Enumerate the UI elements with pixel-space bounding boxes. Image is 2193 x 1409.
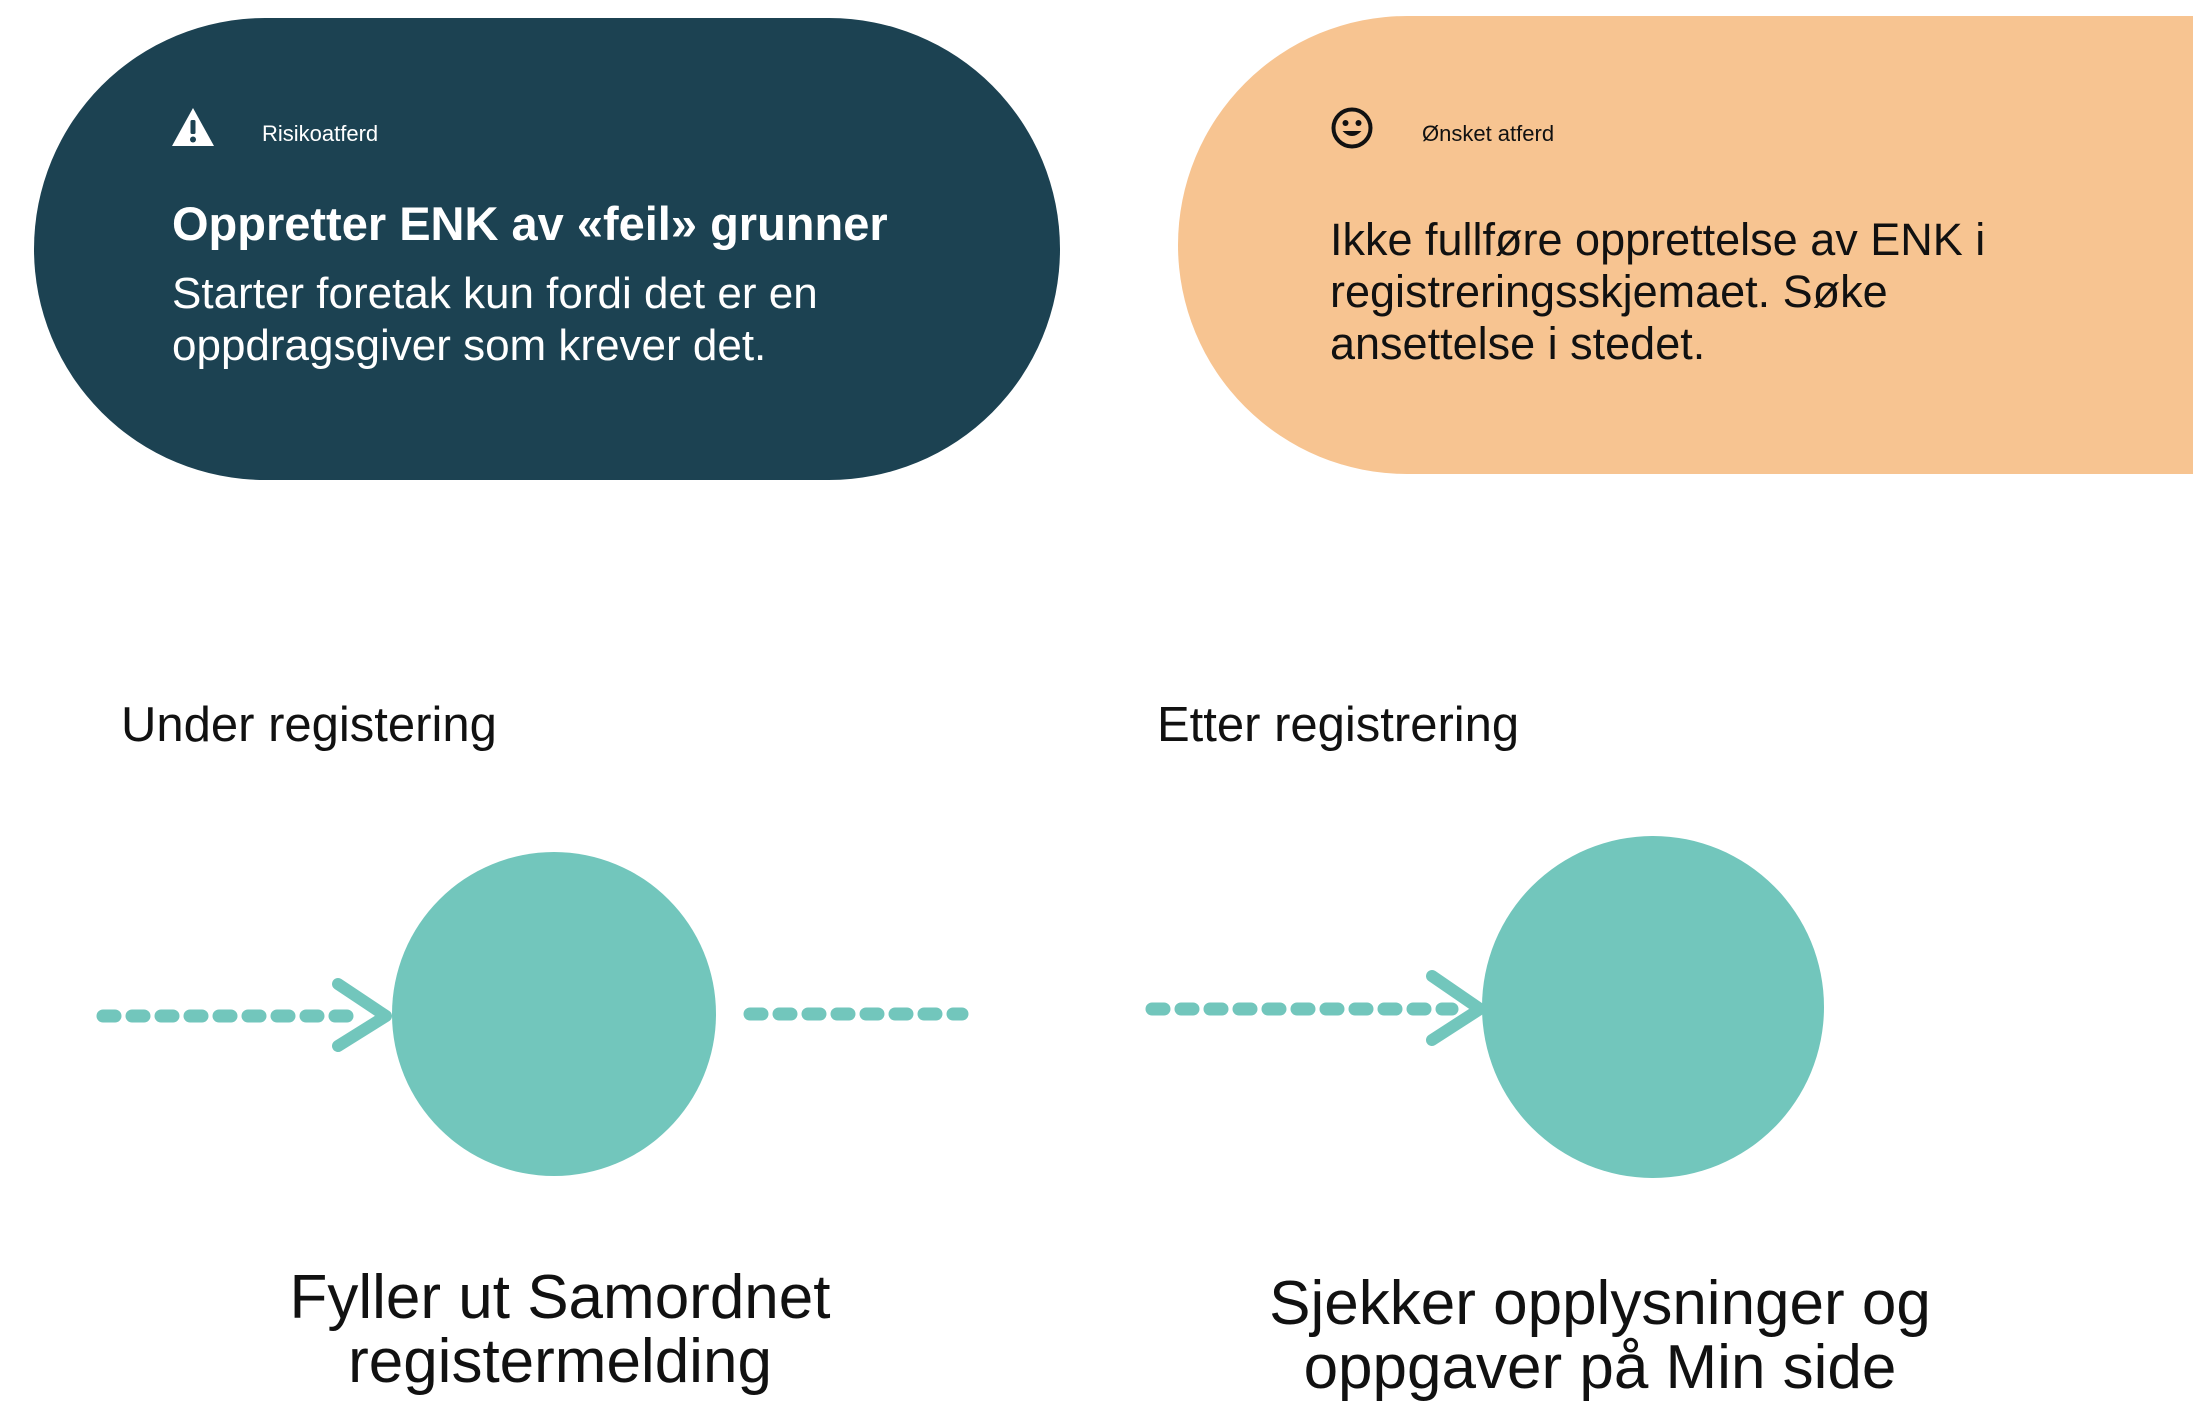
risk-tag-label: Risikoatferd	[262, 121, 379, 146]
step-label-after: Sjekker opplysninger og oppgaver på Min …	[1269, 1269, 1931, 1402]
step-label-during: Fyller ut Samordnet registermelding	[289, 1263, 831, 1396]
risk-title: Oppretter ENK av «feil» grunner	[172, 197, 888, 250]
stage-label-after: Etter registrering	[1157, 698, 1520, 752]
warning-icon	[170, 106, 216, 153]
step-node-during	[392, 852, 716, 1176]
desired-tag-label: Ønsket atferd	[1422, 121, 1555, 146]
step-node-after	[1482, 836, 1824, 1178]
connector-in-after	[1145, 970, 1486, 1046]
desired-description: Ikke fullføre opprettelse av ENK i regis…	[1330, 214, 1986, 369]
risk-behavior-card: Risikoatferd Oppretter ENK av «feil» gru…	[34, 18, 1060, 480]
desired-behavior-card: Ønsket atferd Ikke fullføre opprettelse …	[1178, 16, 2193, 474]
stage-label-during: Under registering	[121, 698, 497, 752]
smiley-icon	[1330, 106, 1374, 155]
risk-description: Starter foretak kun fordi det er en oppd…	[172, 269, 818, 370]
connector-in-during	[96, 978, 392, 1052]
